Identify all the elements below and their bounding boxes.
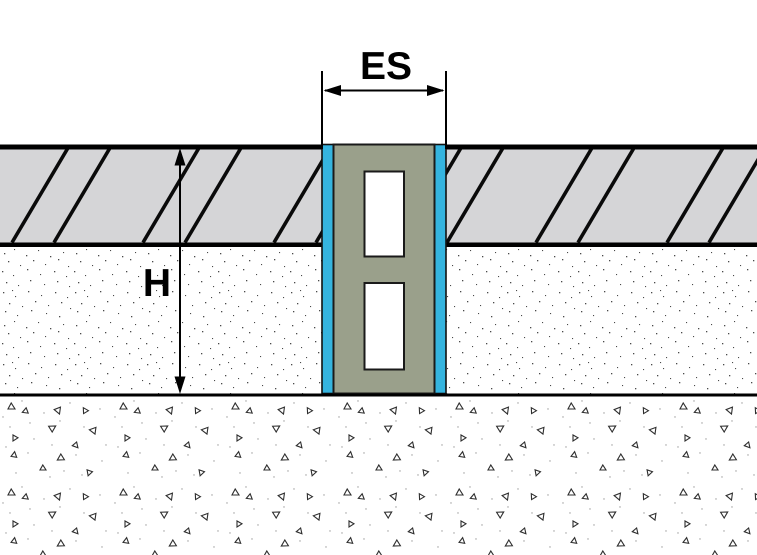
- dimension-es: ES: [321, 45, 447, 149]
- h-dimension-label: H: [143, 262, 171, 305]
- profile-right-flank: [433, 143, 447, 395]
- profile-hollow-chamber-bottom: [363, 282, 405, 371]
- es-dimension-label: ES: [360, 45, 412, 88]
- dimension-h: H: [143, 148, 186, 394]
- h-arrowhead-bottom: [174, 376, 186, 394]
- profile-hollow-chamber-top: [363, 170, 405, 258]
- joint-profile: [321, 143, 447, 395]
- h-arrowhead-top: [174, 148, 186, 166]
- base-layer-aggregate: [0, 396, 757, 555]
- es-arrowhead-right: [427, 85, 445, 96]
- base-concrete-layer: [0, 396, 757, 555]
- profile-left-flank: [321, 143, 335, 395]
- es-arrowhead-left: [323, 85, 341, 96]
